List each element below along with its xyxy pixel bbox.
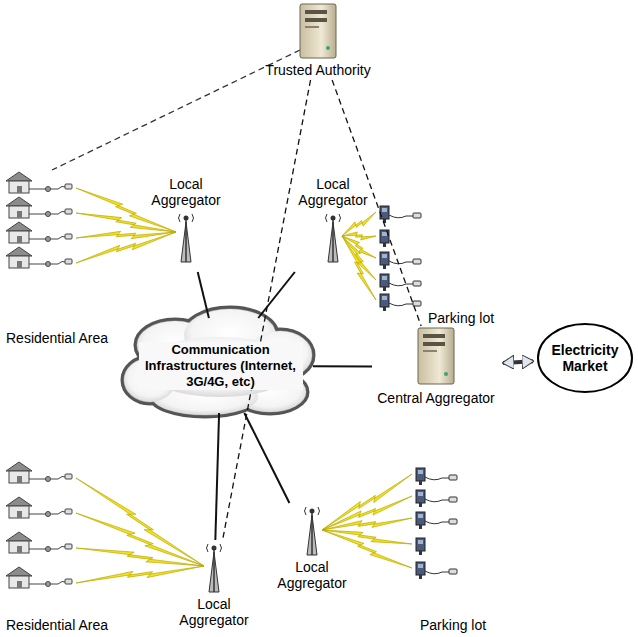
cloud-shape [122,307,314,417]
wireless-bolt [342,212,376,236]
house-icon [6,462,72,483]
wireless-bolt [76,548,204,566]
house-icon [6,247,72,268]
house-icon [6,497,72,518]
network-link [313,365,372,367]
aggregator-node: Local Aggregator [268,503,356,593]
network-link [244,413,289,503]
node-label: Electricity Market [543,342,627,374]
house-icon [6,222,72,243]
charger-icon [416,468,457,485]
area-label: Parking lot [428,310,494,326]
aggregator-node: Local Aggregator [292,176,374,272]
server-node: Central Aggregator [372,326,500,408]
charger-icon [380,252,421,269]
house-icon [6,197,72,218]
antenna-icon [305,507,320,555]
node-label: Communication Infrastructures (Internet,… [139,342,303,390]
area-label: Parking lot [420,617,486,633]
charger-icon [416,538,425,555]
aggregator-node: Local Aggregator [145,176,227,272]
antenna-icon [326,214,341,262]
wireless-bolt [322,530,412,568]
wireless-bolt [76,232,176,263]
network-link [258,272,295,318]
charger-icon [416,512,457,529]
wireless-bolt [76,566,204,583]
server-node: Trusted Authority [258,2,378,80]
network-link [198,272,209,318]
node-label: Local Aggregator [268,559,356,591]
network-link [215,413,219,540]
server-icon [300,4,336,58]
house-icon [6,172,72,193]
antenna-icon [179,214,194,262]
market-ellipse: Electricity Market [536,322,634,394]
dashed-link [223,80,311,540]
server-icon [418,328,454,384]
node-label: Local Aggregator [170,596,258,628]
charger-icon [380,274,421,291]
node-label: Central Aggregator [372,390,500,406]
dashed-link [52,50,300,170]
wireless-bolt [342,236,376,300]
network-link [503,361,533,363]
wireless-bolt [342,236,376,258]
wireless-bolt [322,518,412,530]
charger-icon [380,206,421,223]
antenna-icon [207,544,222,592]
node-label: Local Aggregator [292,176,374,208]
charger-icon [416,490,457,507]
wireless-bolt [322,496,412,530]
area-label: Residential Area [6,330,108,346]
wireless-bolt [76,478,204,566]
wireless-bolt [322,530,412,544]
area-label: Residential Area [6,617,108,633]
cloud-node: Communication Infrastructures (Internet,… [128,318,313,413]
wireless-bolt [76,513,204,566]
wireless-bolt [76,213,176,232]
house-icon [6,567,72,588]
aggregator-node: Local Aggregator [170,540,258,630]
charger-icon [416,562,457,579]
node-label: Trusted Authority [258,62,378,78]
node-label: Local Aggregator [145,176,227,208]
wireless-bolt [322,474,412,530]
house-icon [6,532,72,553]
